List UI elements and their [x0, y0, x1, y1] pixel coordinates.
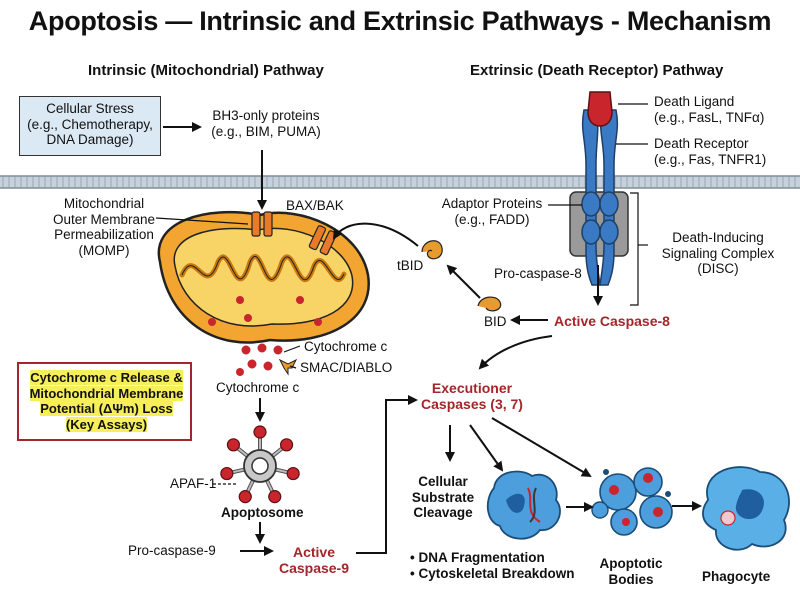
cytochrome-c-below-label: Cytochrome c [216, 380, 300, 395]
death-ligand-icon [587, 91, 613, 127]
disc-label: Death-Inducing Signaling Complex (DISC) [648, 230, 788, 277]
substrate-line: Substrate [411, 489, 475, 505]
extrinsic-header: Extrinsic (Death Receptor) Pathway [470, 62, 724, 79]
momp-line: Mitochondrial [63, 196, 145, 211]
adaptor-line: (e.g., FADD) [454, 211, 530, 227]
assay-line: Mitochondrial Membrane [29, 385, 184, 401]
casp9-line: Active [292, 544, 336, 560]
key-assays-text: Cytochrome c Release & Mitochondrial Mem… [29, 370, 184, 432]
procaspase-9-label: Pro-caspase-9 [128, 543, 216, 558]
procaspase-8-label: Pro-caspase-8 [494, 266, 582, 281]
bid-icon [477, 296, 502, 312]
apoptosome-icon [220, 425, 300, 504]
stress-line: DNA Damage) [46, 132, 134, 148]
executioner-line: Caspases (3, 7) [421, 396, 523, 413]
baxbak-label: BAX/BAK [286, 198, 344, 213]
cytochrome-c-label: Cytochrome c [304, 339, 388, 354]
mitochondrion [157, 211, 370, 344]
assay-line: (Key Assays) [65, 416, 148, 432]
bullet-item: • DNA Fragmentation [410, 550, 545, 565]
adaptor-proteins-label: Adaptor Proteins (e.g., FADD) [436, 196, 548, 227]
execution-bullets: • DNA Fragmentation • Cytoskeletal Break… [410, 550, 575, 581]
executioner-line: Executioner [431, 380, 513, 396]
intrinsic-header: Intrinsic (Mitochondrial) Pathway [88, 62, 324, 79]
apoptotic-line: Apoptotic [599, 556, 663, 571]
bullet-item: • Cytoskeletal Breakdown [410, 565, 575, 581]
leader-lines [155, 103, 648, 485]
bid-label: BID [484, 314, 507, 329]
disc-line: Death-Inducing [672, 230, 764, 245]
receptor-line: (e.g., Fas, TNFR1) [654, 151, 767, 167]
phagocyte-icon [702, 466, 790, 551]
bh3-line: (e.g., BIM, PUMA) [211, 123, 321, 139]
cytochrome-c-dots [236, 343, 283, 376]
assay-line: Cytochrome c Release & [30, 370, 183, 385]
substrate-cleavage-label: Cellular Substrate Cleavage [408, 474, 478, 521]
momp-line: Permeabilization [54, 227, 154, 243]
substrate-line: Cellular [418, 474, 468, 489]
baxbak-pore-2 [308, 225, 337, 256]
phagocyte-label: Phagocyte [702, 569, 771, 584]
substrate-line: Cleavage [413, 505, 473, 521]
death-ligand-label: Death Ligand (e.g., FasL, TNFα) [654, 94, 764, 125]
apoptotic-bodies-icon [591, 467, 673, 536]
stress-line: Cellular Stress [46, 101, 134, 116]
diagram-title: Apoptosis — Intrinsic and Extrinsic Path… [28, 6, 772, 36]
disc-line: (DISC) [697, 261, 739, 277]
apoptotic-bodies-label: Apoptotic Bodies [588, 556, 674, 587]
ligand-line: (e.g., FasL, TNFα) [654, 109, 765, 125]
casp9-line: Caspase-9 [278, 560, 350, 577]
cell-membrane [0, 175, 800, 189]
smac-diablo-icon [278, 358, 298, 376]
smac-diablo-label: SMAC/DIABLO [300, 360, 393, 375]
tbid-label: tBID [397, 258, 424, 273]
dna-cell-icon [486, 470, 561, 540]
disc-line: Signaling Complex [661, 245, 775, 261]
momp-line: (MOMP) [78, 242, 130, 258]
baxbak-pore [251, 211, 273, 237]
death-receptor-label: Death Receptor (e.g., Fas, TNFR1) [654, 136, 766, 167]
cellular-stress-box: Cellular Stress (e.g., Chemotherapy, DNA… [19, 96, 161, 156]
bh3-line: BH3-only proteins [212, 108, 320, 123]
executioner-caspases-label: Executioner Caspases (3, 7) [410, 380, 534, 412]
stress-line: (e.g., Chemotherapy, [27, 116, 153, 132]
apaf1-label: APAF-1 [170, 476, 217, 491]
apoptotic-line: Bodies [608, 571, 654, 587]
assay-line: Potential (ΔΨm) Loss [40, 401, 173, 417]
arrows [163, 122, 702, 556]
momp-label: Mitochondrial Outer Membrane Permeabiliz… [48, 196, 160, 258]
adaptor-line: Adaptor Proteins [441, 196, 543, 211]
tbid-icon [421, 240, 443, 260]
bh3-label: BH3-only proteins (e.g., BIM, PUMA) [203, 108, 329, 139]
death-receptor-icon [569, 109, 629, 286]
ligand-line: Death Ligand [654, 94, 735, 109]
active-caspase-9-label: Active Caspase-9 [274, 544, 354, 576]
apoptosome-label: Apoptosome [221, 505, 304, 520]
key-assays-box: Cytochrome c Release & Mitochondrial Mem… [17, 362, 192, 441]
receptor-line: Death Receptor [654, 136, 749, 151]
active-caspase-8-label: Active Caspase-8 [554, 313, 670, 329]
momp-line: Outer Membrane [52, 211, 156, 227]
